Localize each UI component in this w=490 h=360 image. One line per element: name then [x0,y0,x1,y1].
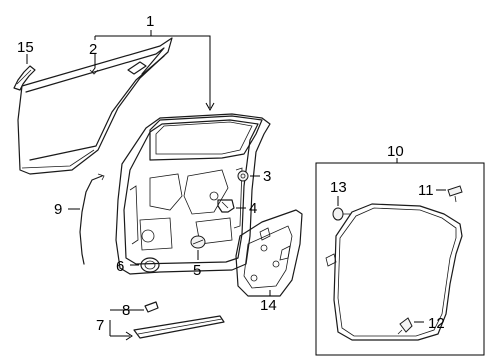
leader-2-arrow [89,69,99,75]
part-6-seal-ring [140,257,160,273]
callout-12: 12 [428,315,445,332]
part-13-clip [332,207,350,221]
part-9-weatherstrip [79,173,105,265]
part-2-outer-panel [17,37,173,175]
callout-9: 9 [54,201,62,218]
callout-5: 5 [193,262,201,279]
group-10-box [315,162,485,356]
part-1-door-shell [115,113,271,275]
leader-2 [91,54,96,73]
callout-10: 10 [387,143,404,160]
callout-3: 3 [263,168,271,185]
part-4-bracket [217,199,235,213]
callout-7: 7 [96,317,104,334]
callout-6: 6 [116,258,124,275]
callout-14: 14 [260,297,277,314]
leader-7-arrow [125,331,133,341]
part-14-module-panel [235,209,303,297]
callout-11: 11 [418,182,434,199]
callout-8: 8 [122,302,130,319]
callout-1: 1 [146,13,154,30]
part-11-push-clip [447,185,463,203]
part-8-clip [144,301,159,313]
part-15-trim [13,65,36,91]
leader-1-arrow [205,102,215,112]
callout-15: 15 [17,39,34,56]
part-12-clip [397,317,413,335]
part-3-grommet [237,170,249,182]
part-10-door-seal [325,203,463,341]
callout-2: 2 [89,41,97,58]
part-5-plug [190,235,206,249]
part-7-moulding [133,315,225,339]
leader-1 [95,35,211,108]
callout-13: 13 [330,179,347,196]
callout-4: 4 [249,200,257,217]
